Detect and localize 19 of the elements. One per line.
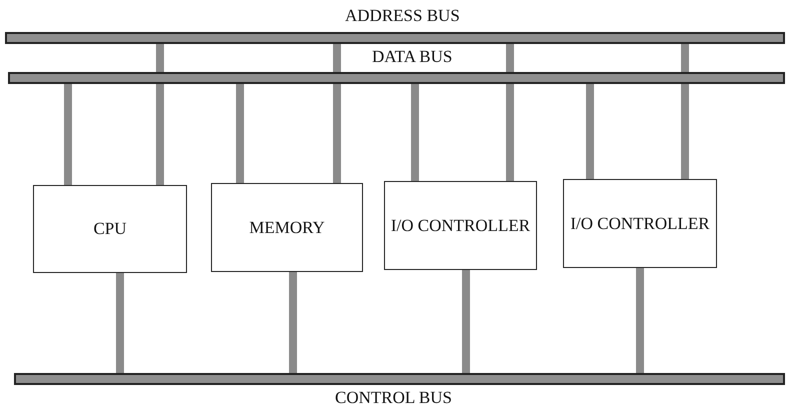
bus-connector [681, 44, 689, 179]
bus-connector [586, 84, 594, 179]
bus-connector [289, 272, 297, 373]
bus-connector [116, 273, 124, 373]
cpu-box: CPU [33, 185, 187, 273]
io-controller-box: I/O CONTROLLER [384, 181, 537, 270]
memory-box: MEMORY [211, 183, 363, 272]
bus-connector [156, 44, 164, 185]
bus-connector [236, 84, 244, 183]
bus-connector [506, 44, 514, 181]
bus-connector [636, 268, 644, 373]
bus-connector [462, 270, 470, 373]
bus-label: ADDRESS BUS [345, 6, 460, 26]
bus-connector [411, 84, 419, 181]
bus-label: CONTROL BUS [335, 388, 452, 408]
io-controller-box: I/O CONTROLLER [563, 179, 717, 268]
bus-label: DATA BUS [372, 47, 452, 67]
bus-connector [64, 84, 72, 185]
bus-connector [333, 44, 341, 183]
